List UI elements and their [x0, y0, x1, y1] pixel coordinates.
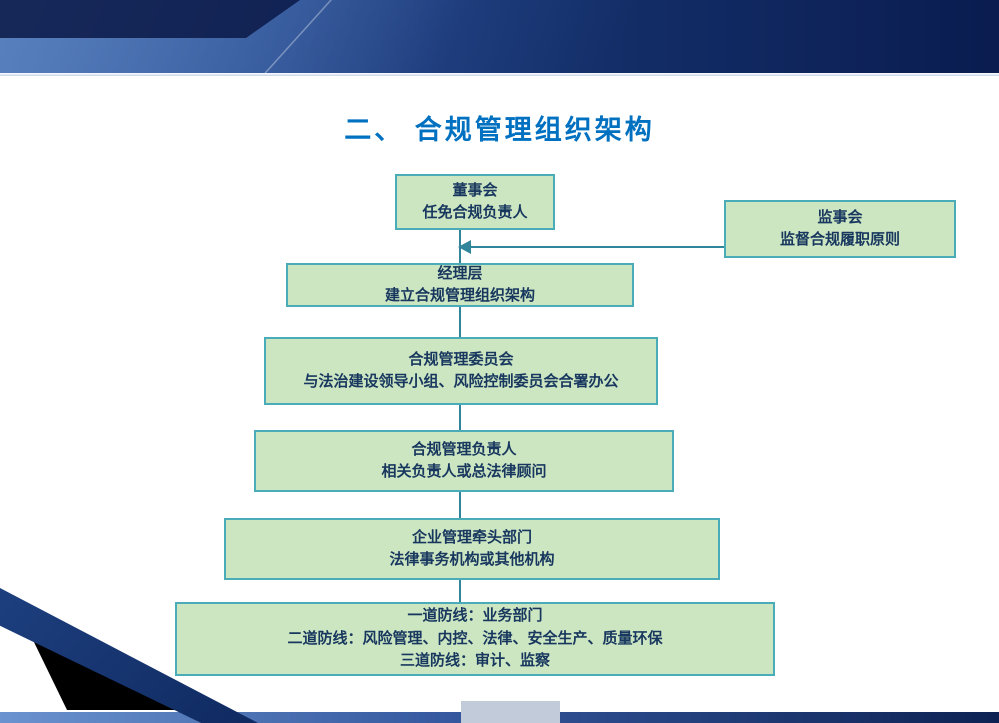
- header-banner: [0, 0, 999, 73]
- slide-title: 二、 合规管理组织架构: [344, 115, 655, 145]
- node-defense-line-3: 三道防线：审计、监察: [399, 652, 550, 670]
- node-lead-department: 企业管理牵头部门 法律事务机构或其他机构: [224, 518, 720, 580]
- node-management-line-2: 建立合规管理组织架构: [384, 287, 535, 304]
- arrow-head-icon: [458, 240, 471, 254]
- node-committee-line-1: 合规管理委员会: [408, 350, 514, 368]
- node-defense-lines: 一道防线：业务部门 二道防线：风险管理、内控、法律、安全生产、质量环保 三道防线…: [175, 602, 775, 676]
- node-board: 董事会 任免合规负责人: [395, 174, 555, 230]
- node-supervisory-board: 监事会 监督合规履职原则: [724, 200, 956, 258]
- header-underline: [0, 73, 999, 76]
- connector-management-committee: [459, 307, 461, 337]
- node-management-level: 经理层 建立合规管理组织架构: [286, 263, 634, 307]
- connector-department-defense: [459, 580, 461, 602]
- node-department-line-1: 企业管理牵头部门: [411, 528, 532, 546]
- node-committee-line-2: 与法治建设领导小组、风险控制委员会合署办公: [303, 373, 619, 390]
- node-management-line-1: 经理层: [437, 264, 483, 282]
- arrow-supervisory-to-board: [470, 246, 724, 248]
- node-defense-line-2: 二道防线：风险管理、内控、法律、安全生产、质量环保: [287, 629, 663, 647]
- node-officer-line-1: 合规管理负责人: [411, 440, 517, 458]
- node-department-line-2: 法律事务机构或其他机构: [389, 551, 555, 568]
- node-board-line-1: 董事会: [452, 181, 498, 199]
- node-supervisory-line-1: 监事会: [817, 208, 863, 226]
- node-compliance-officer: 合规管理负责人 相关负责人或总法律顾问: [254, 430, 674, 492]
- node-officer-line-2: 相关负责人或总法律顾问: [381, 463, 547, 480]
- node-compliance-committee: 合规管理委员会 与法治建设领导小组、风险控制委员会合署办公: [264, 337, 658, 405]
- node-defense-line-1: 一道防线：业务部门: [407, 607, 543, 625]
- header-corner-block: [0, 0, 300, 38]
- footer-accent-block: [461, 701, 560, 723]
- connector-committee-officer: [459, 405, 461, 430]
- connector-officer-department: [459, 492, 461, 518]
- node-board-line-2: 任免合规负责人: [422, 204, 528, 221]
- node-supervisory-line-2: 监督合规履职原则: [779, 231, 900, 248]
